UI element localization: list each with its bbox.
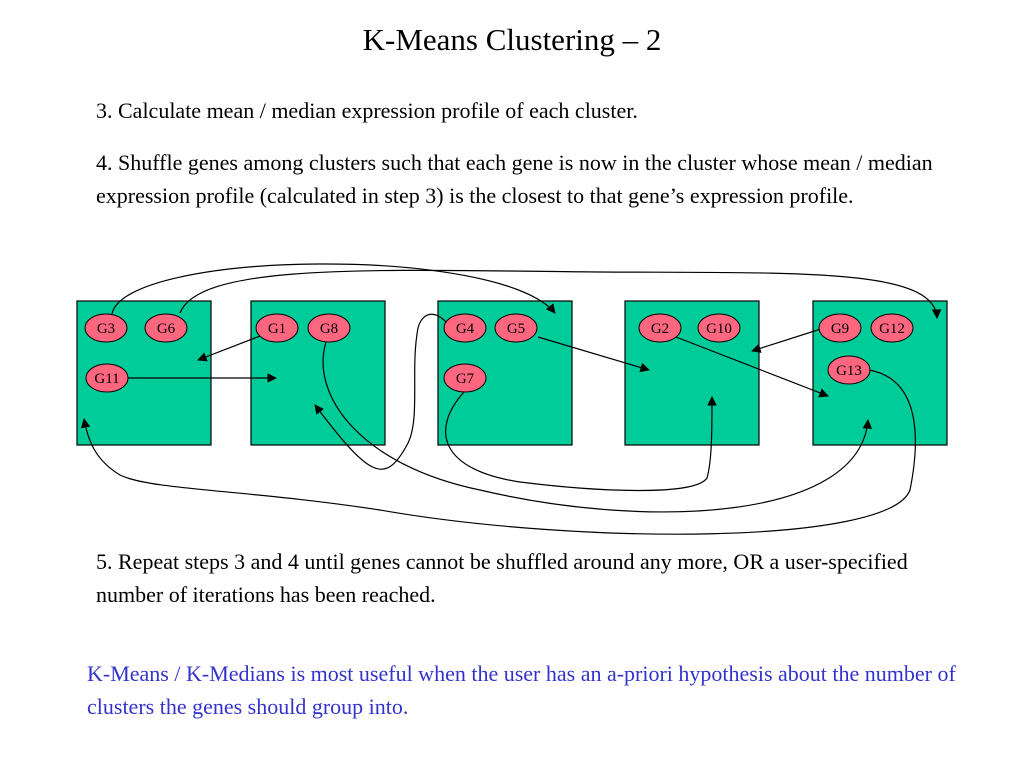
note-text: K-Means / K-Medians is most useful when … — [87, 661, 956, 719]
gene-label: G13 — [836, 363, 862, 379]
arrow-g13-to-cluster-1 — [80, 369, 916, 535]
arrow-g10-to-cluster-4 — [675, 336, 829, 398]
gene-label: G2 — [651, 321, 669, 337]
gene-label: G7 — [456, 371, 475, 387]
clustering-diagram: G3 G6 G11 G1 G8 G4 G5 G7 G2 G10 G9 G12 G… — [76, 263, 948, 535]
gene-G7: G7 — [443, 363, 487, 393]
gene-G9: G9 — [818, 313, 862, 343]
gene-label: G3 — [97, 321, 115, 337]
gene-G5: G5 — [494, 313, 538, 343]
arrow-g9-to-cluster-4 — [751, 327, 825, 353]
arrow-g5-to-cluster-4 — [537, 336, 650, 373]
gene-G10: G10 — [697, 313, 741, 343]
gene-label: G12 — [879, 321, 905, 337]
gene-label: G4 — [456, 321, 475, 337]
gene-label: G9 — [831, 321, 849, 337]
gene-label: G10 — [706, 321, 732, 337]
step-5-text: 5. Repeat steps 3 and 4 until genes cann… — [96, 549, 908, 607]
arrow-g8-to-cluster-5 — [322, 341, 873, 513]
gene-G6: G6 — [144, 313, 188, 343]
gene-G1: G1 — [255, 313, 299, 343]
gene-label: G5 — [507, 321, 525, 337]
gene-G13: G13 — [827, 355, 871, 385]
gene-label: G8 — [320, 321, 338, 337]
arrow-g3-to-cluster-3 — [111, 263, 556, 315]
gene-label: G6 — [157, 321, 176, 337]
arrow-g6-to-cluster-5 — [179, 269, 942, 319]
gene-label: G1 — [268, 321, 286, 337]
gene-G12: G12 — [870, 313, 914, 343]
arrow-g1-to-cluster-1 — [197, 335, 261, 362]
step-3-text: 3. Calculate mean / median expression pr… — [96, 98, 638, 123]
gene-label: G11 — [94, 371, 119, 387]
gene-G2: G2 — [638, 313, 682, 343]
slide-title: K-Means Clustering – 2 — [362, 22, 662, 57]
gene-G3: G3 — [84, 313, 128, 343]
arrow-g7-to-cluster-4 — [444, 391, 717, 492]
gene-G4: G4 — [443, 313, 487, 343]
step-4-text: 4. Shuffle genes among clusters such tha… — [96, 150, 933, 208]
gene-G11: G11 — [85, 363, 129, 393]
gene-G8: G8 — [307, 313, 351, 343]
arrow-g4-to-cluster-2 — [314, 313, 456, 470]
gene-move-arrows — [80, 263, 942, 535]
